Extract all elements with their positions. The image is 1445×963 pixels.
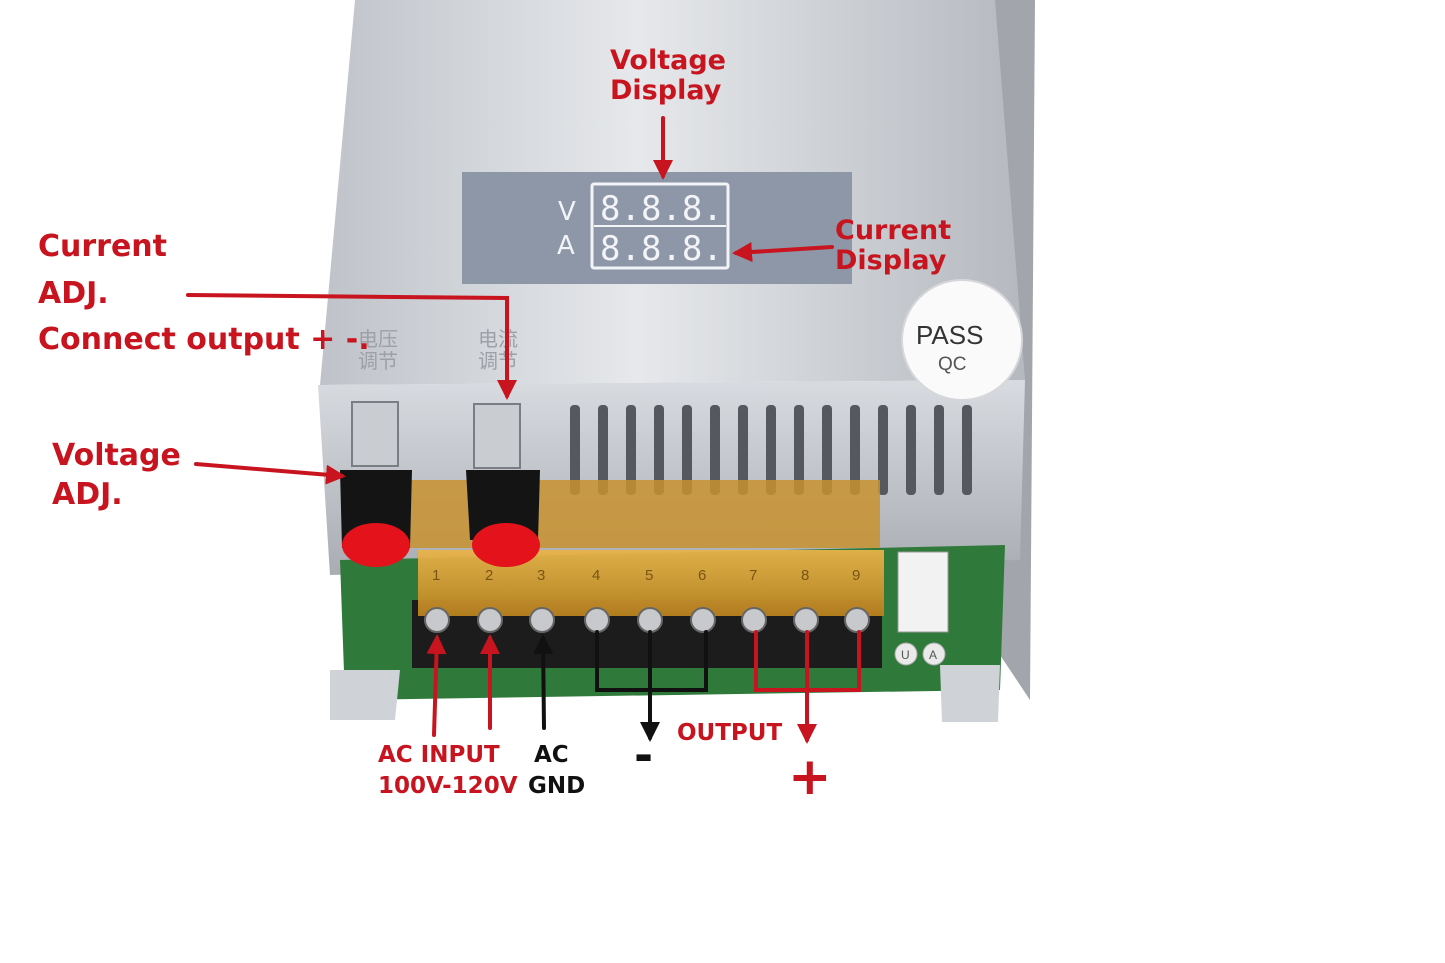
ac-gnd-line1: AC xyxy=(534,742,569,768)
voltage-knob-label: 电压调节 xyxy=(358,327,398,373)
ac-input-line2: 100V-120V xyxy=(378,773,518,800)
current-digits: 8.8.8. xyxy=(600,229,723,269)
terminal-number: 2 xyxy=(485,567,493,584)
qc-text: QC xyxy=(938,354,967,375)
terminal-numbers: 1 2 3 4 5 6 7 8 9 xyxy=(432,567,860,584)
current-adj-label: Current ADJ. Connect output + -. xyxy=(38,224,370,364)
voltage-display-line2: Display xyxy=(610,75,722,107)
current-adj-line1: Current xyxy=(38,229,168,264)
qc-pass-text: PASS xyxy=(916,320,983,350)
vent-slots xyxy=(570,405,972,495)
voltage-digits: 8.8.8. xyxy=(600,189,723,229)
terminal-screws xyxy=(424,607,870,633)
current-display-line1: Current xyxy=(835,215,952,246)
current-knob xyxy=(466,470,540,567)
current-letter: A xyxy=(557,231,575,261)
voltage-knob xyxy=(340,470,412,567)
ac-gnd-label: AC GND xyxy=(528,740,585,802)
output-label: OUTPUT xyxy=(677,720,783,746)
a-mark-text: A xyxy=(929,648,937,662)
voltage-letter: V xyxy=(558,197,576,227)
current-knob-label: 电流调节 xyxy=(478,327,518,373)
terminal-number: 3 xyxy=(537,567,545,584)
u-mark xyxy=(894,642,918,666)
voltage-adj-label: Voltage ADJ. xyxy=(52,436,181,514)
a-mark xyxy=(922,642,946,666)
current-adj-arrow xyxy=(186,293,517,400)
ac-input-arrow-1 xyxy=(426,634,447,737)
voltage-adj-line2: ADJ. xyxy=(52,477,123,512)
current-adj-line2: ADJ. xyxy=(38,275,109,311)
fan-connector xyxy=(897,551,949,633)
qc-sticker: PASS QC xyxy=(901,279,1023,401)
display-panel: V A 8.8.8. 8.8.8. xyxy=(462,172,852,284)
voltage-adj-line1: Voltage xyxy=(52,438,181,473)
ac-input-line1: AC INPUT xyxy=(378,742,500,768)
plus-sign: + xyxy=(788,747,832,807)
current-display-line2: Display xyxy=(835,245,947,277)
mount-foot-right xyxy=(940,665,1000,722)
terminal-number: 1 xyxy=(432,567,440,584)
ac-input-label: AC INPUT 100V-120V xyxy=(378,740,518,802)
mount-foot-left xyxy=(330,670,400,720)
terminal-number: 9 xyxy=(852,567,860,584)
ac-gnd-line2: GND xyxy=(528,773,586,800)
voltage-adj-arrow xyxy=(194,462,346,485)
voltage-display-label: Voltage Display xyxy=(610,45,726,107)
minus-sign: - xyxy=(634,728,654,782)
terminal-number: 5 xyxy=(645,567,653,584)
ac-gnd-arrow xyxy=(533,634,554,730)
current-display-arrow xyxy=(732,242,834,262)
knob-shafts xyxy=(351,401,521,469)
terminal-number: 6 xyxy=(698,567,706,584)
terminal-number: 8 xyxy=(801,567,809,584)
current-display-label: Current Display xyxy=(835,215,952,277)
terminal-number: 4 xyxy=(592,567,600,584)
terminal-number: 7 xyxy=(749,567,757,584)
u-mark-text: U xyxy=(901,648,910,662)
current-adj-line3: Connect output + -. xyxy=(38,322,370,357)
voltage-display-line1: Voltage xyxy=(610,45,726,76)
